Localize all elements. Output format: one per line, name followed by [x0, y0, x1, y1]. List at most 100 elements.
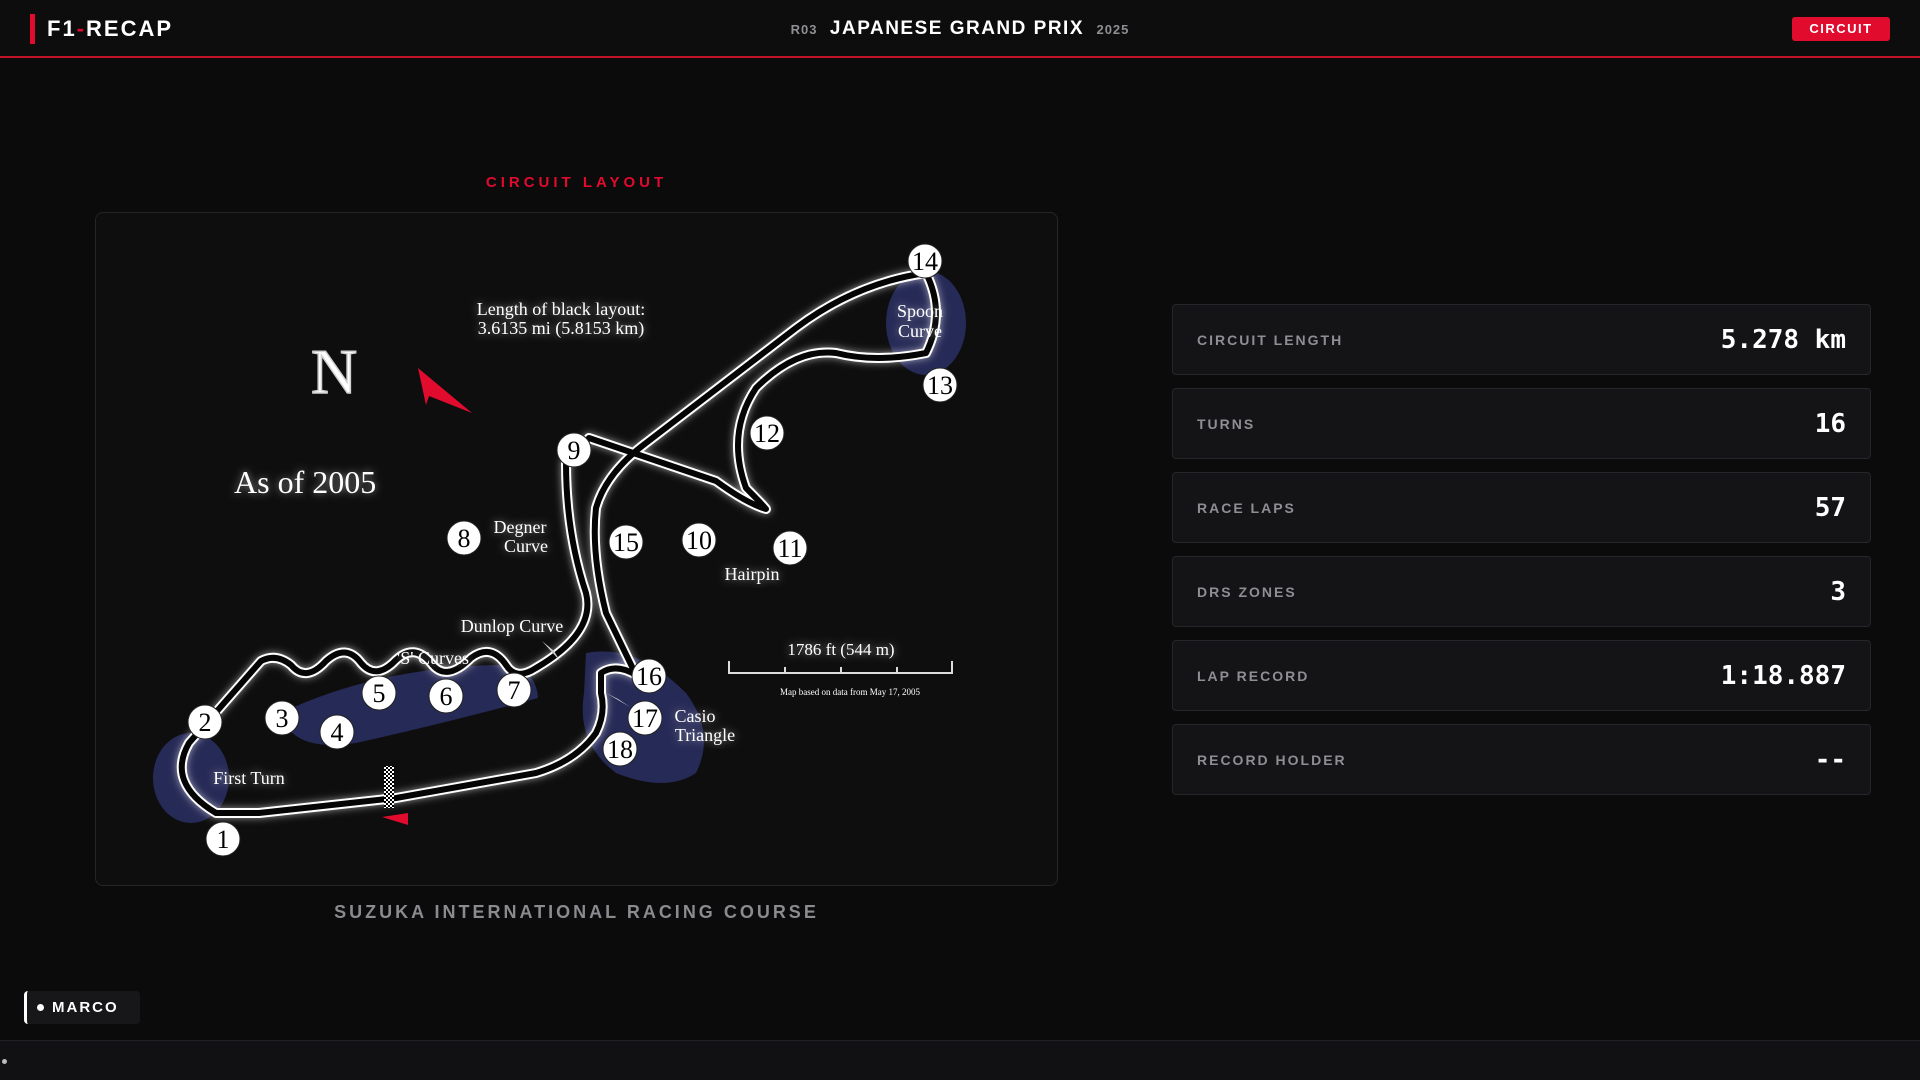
turn-marker-circle — [681, 522, 717, 558]
turn-marker-circle — [749, 415, 785, 451]
scale-ruler — [728, 661, 953, 674]
stat-label: RACE LAPS — [1197, 499, 1296, 516]
circuit-tab-badge[interactable]: CIRCUIT — [1792, 17, 1890, 41]
turn-marker-14: 14 — [907, 243, 943, 279]
top-bar: F1-RECAP R03 JAPANESE GRAND PRIX 2025 CI… — [0, 0, 1920, 58]
turn-number: 9 — [568, 436, 581, 465]
casio-triangle-label-2: Triangle — [675, 725, 735, 745]
dunlop-curve-label: Dunlop Curve — [461, 616, 564, 636]
status-dot-icon — [2, 1059, 7, 1064]
dunlop-pointer-icon — [542, 641, 560, 661]
race-name: JAPANESE GRAND PRIX — [829, 18, 1085, 39]
stat-record-holder: RECORD HOLDER -- — [1172, 724, 1871, 795]
s-curves-label: 'S' Curves — [397, 648, 469, 668]
stat-label: TURNS — [1197, 415, 1256, 432]
stat-value: 5.278 km — [1720, 324, 1846, 355]
casio-pointer-icon — [606, 693, 630, 707]
turn-marker-15: 15 — [608, 524, 644, 560]
circuit-map: N Length of black layout: 3.6135 mi (5.8… — [153, 243, 966, 857]
stat-value: 16 — [1814, 408, 1846, 439]
turn-marker-8: 8 — [446, 520, 482, 556]
turn-number: 2 — [199, 708, 212, 737]
turn-marker-3: 3 — [264, 700, 300, 736]
start-finish-marker — [382, 813, 408, 825]
stat-value: 3 — [1830, 576, 1846, 607]
zone-first-turn — [153, 733, 229, 823]
stat-circuit-length: CIRCUIT LENGTH 5.278 km — [1172, 304, 1871, 375]
turn-number: 16 — [636, 662, 662, 691]
turn-marker-circle — [608, 524, 644, 560]
turn-marker-circle — [631, 658, 667, 694]
stat-label: DRS ZONES — [1197, 583, 1297, 600]
turn-marker-18: 18 — [602, 731, 638, 767]
turn-marker-circle — [428, 678, 464, 714]
turn-number: 18 — [607, 735, 633, 764]
length-label-line1: Length of black layout: — [477, 299, 645, 319]
turn-marker-circle — [602, 731, 638, 767]
app-title: F1-RECAP — [47, 16, 174, 41]
race-year: 2025 — [1096, 22, 1130, 37]
stat-race-laps: RACE LAPS 57 — [1172, 472, 1871, 543]
start-finish-flag — [384, 766, 394, 808]
stat-value: 1:18.887 — [1720, 660, 1846, 691]
turn-marker-circle — [205, 821, 241, 857]
turn-marker-circle — [319, 714, 355, 750]
turn-marker-4: 4 — [319, 714, 355, 750]
turn-marker-circle — [556, 432, 592, 468]
turn-number: 8 — [458, 524, 471, 553]
scale-note: Map based on data from May 17, 2005 — [780, 687, 920, 697]
track-surface — [178, 270, 939, 816]
spoon-curve-label-1: Spoon — [897, 301, 943, 321]
turn-marker-9: 9 — [556, 432, 592, 468]
stat-label: RECORD HOLDER — [1197, 751, 1347, 768]
turn-marker-17: 17 — [627, 700, 663, 736]
length-label-line2: 3.6135 mi (5.8153 km) — [478, 318, 645, 339]
turn-marker-circle — [496, 672, 532, 708]
turn-marker-circle — [264, 700, 300, 736]
stat-drs-zones: DRS ZONES 3 — [1172, 556, 1871, 627]
turn-number: 14 — [912, 247, 938, 276]
turn-marker-5: 5 — [361, 675, 397, 711]
user-badge[interactable]: MARCO — [24, 991, 140, 1024]
scale-label: 1786 ft (544 m) — [787, 640, 894, 659]
spoon-curve-label-2: Curve — [898, 321, 942, 341]
user-name: MARCO — [52, 999, 119, 1016]
turn-number: 17 — [632, 704, 658, 733]
section-title: CIRCUIT LAYOUT — [485, 174, 668, 191]
turn-marker-circle — [772, 530, 808, 566]
turn-number: 3 — [276, 704, 289, 733]
turn-number: 7 — [508, 676, 521, 705]
stat-label: CIRCUIT LENGTH — [1197, 331, 1344, 348]
scale-bar: 1786 ft (544 m) Map based on data from M… — [728, 640, 953, 697]
race-title: R03 JAPANESE GRAND PRIX 2025 — [0, 18, 1920, 40]
turn-marker-16: 16 — [631, 658, 667, 694]
turn-marker-circle — [627, 700, 663, 736]
zone-spoon-curve — [886, 271, 966, 375]
turn-number: 4 — [331, 718, 344, 747]
degner-curve-label-1: Degner — [494, 517, 547, 537]
turn-number: 5 — [373, 679, 386, 708]
app-logo[interactable]: F1-RECAP — [30, 14, 173, 44]
turn-marker-circle — [361, 675, 397, 711]
turn-marker-6: 6 — [428, 678, 464, 714]
north-arrow-icon — [418, 368, 472, 413]
circuit-name: SUZUKA INTERNATIONAL RACING COURSE — [334, 902, 819, 922]
bottom-status-bar — [0, 1040, 1920, 1080]
degner-curve-label-2: Curve — [504, 536, 548, 556]
turn-number: 15 — [613, 528, 639, 557]
track-layout — [176, 268, 941, 818]
north-indicator: N — [311, 336, 357, 407]
turn-marker-2: 2 — [187, 704, 223, 740]
turn-marker-7: 7 — [496, 672, 532, 708]
circuit-stats: CIRCUIT LENGTH 5.278 km TURNS 16 RACE LA… — [1172, 304, 1871, 808]
turn-marker-10: 10 — [681, 522, 717, 558]
turn-number: 11 — [777, 534, 802, 563]
status-dot-icon — [37, 1004, 44, 1011]
turn-marker-circle — [922, 367, 958, 403]
turn-number: 12 — [754, 419, 780, 448]
turn-number: 1 — [217, 825, 230, 854]
as-of-label: As of 2005 — [234, 464, 376, 500]
stat-value: -- — [1814, 744, 1846, 775]
race-round: R03 — [790, 22, 818, 37]
turn-marker-circle — [187, 704, 223, 740]
